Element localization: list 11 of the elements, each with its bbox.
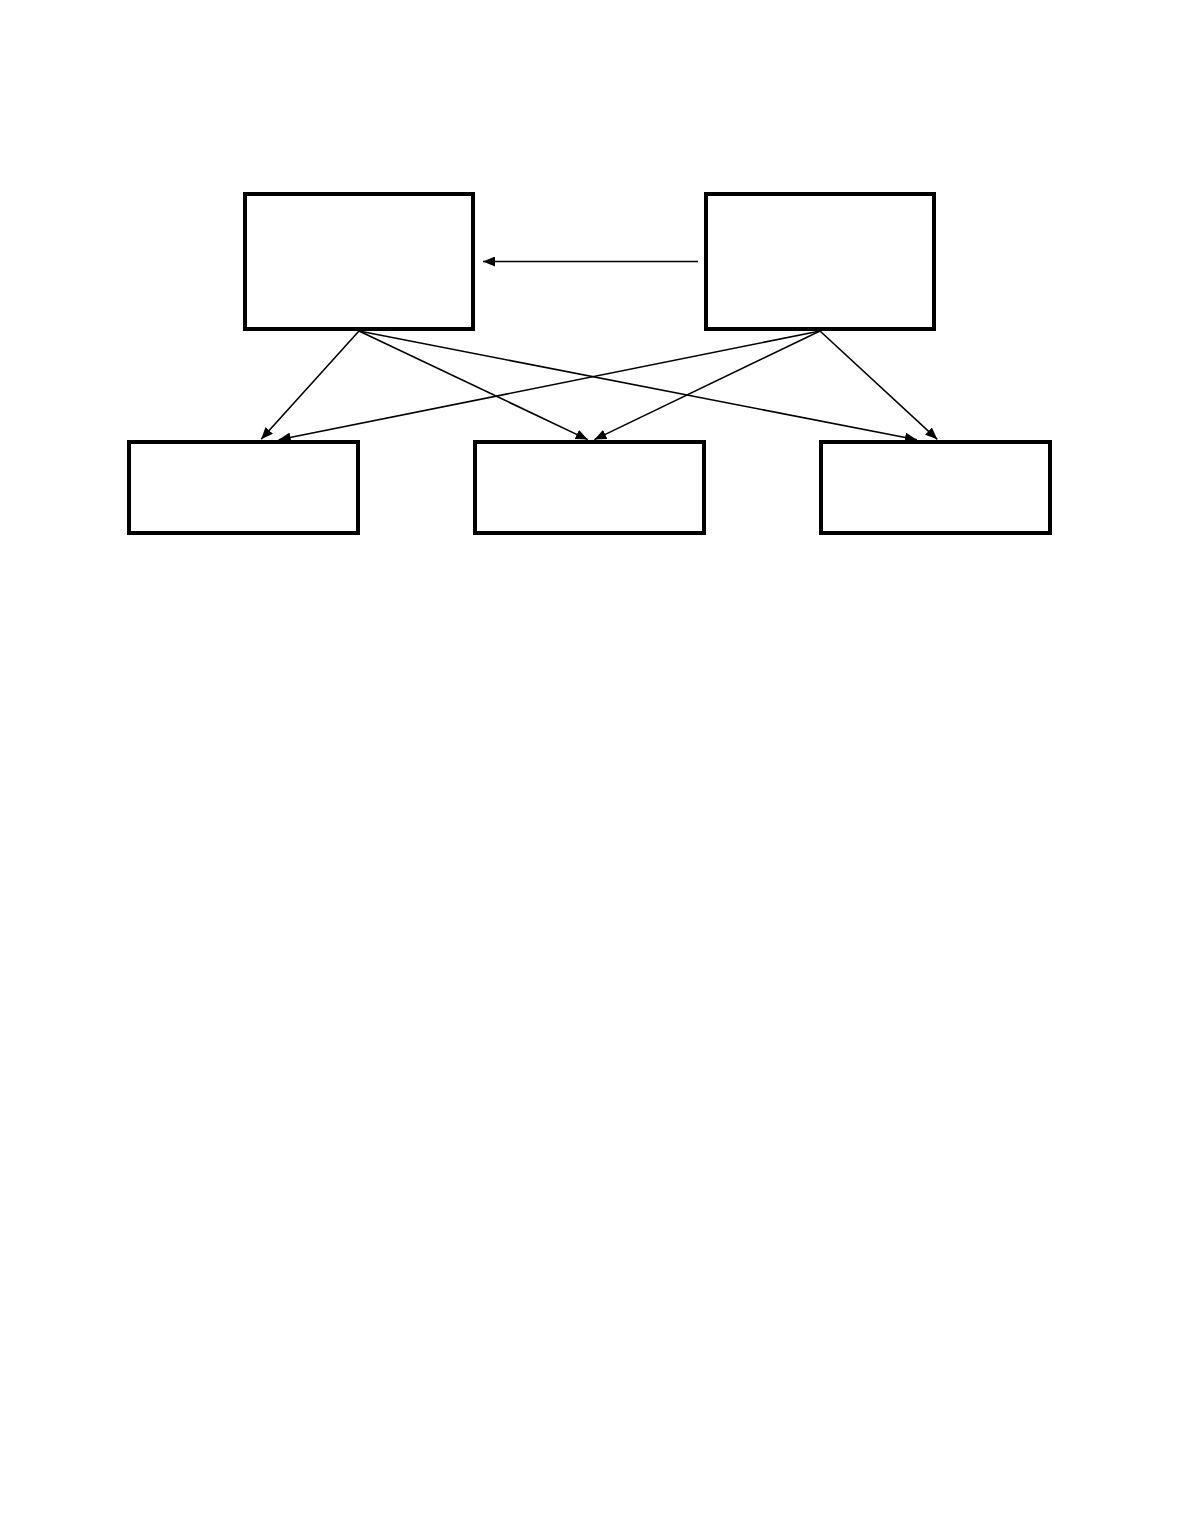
arrow — [358, 330, 918, 443]
arrow — [819, 330, 939, 441]
empty-box — [127, 440, 360, 535]
arrow — [482, 256, 699, 267]
arrow — [260, 330, 360, 441]
empty-box — [704, 192, 936, 331]
arrow — [358, 330, 589, 441]
empty-box — [819, 440, 1052, 535]
empty-box — [473, 440, 706, 535]
arrow — [593, 330, 821, 441]
empty-box — [243, 192, 475, 331]
